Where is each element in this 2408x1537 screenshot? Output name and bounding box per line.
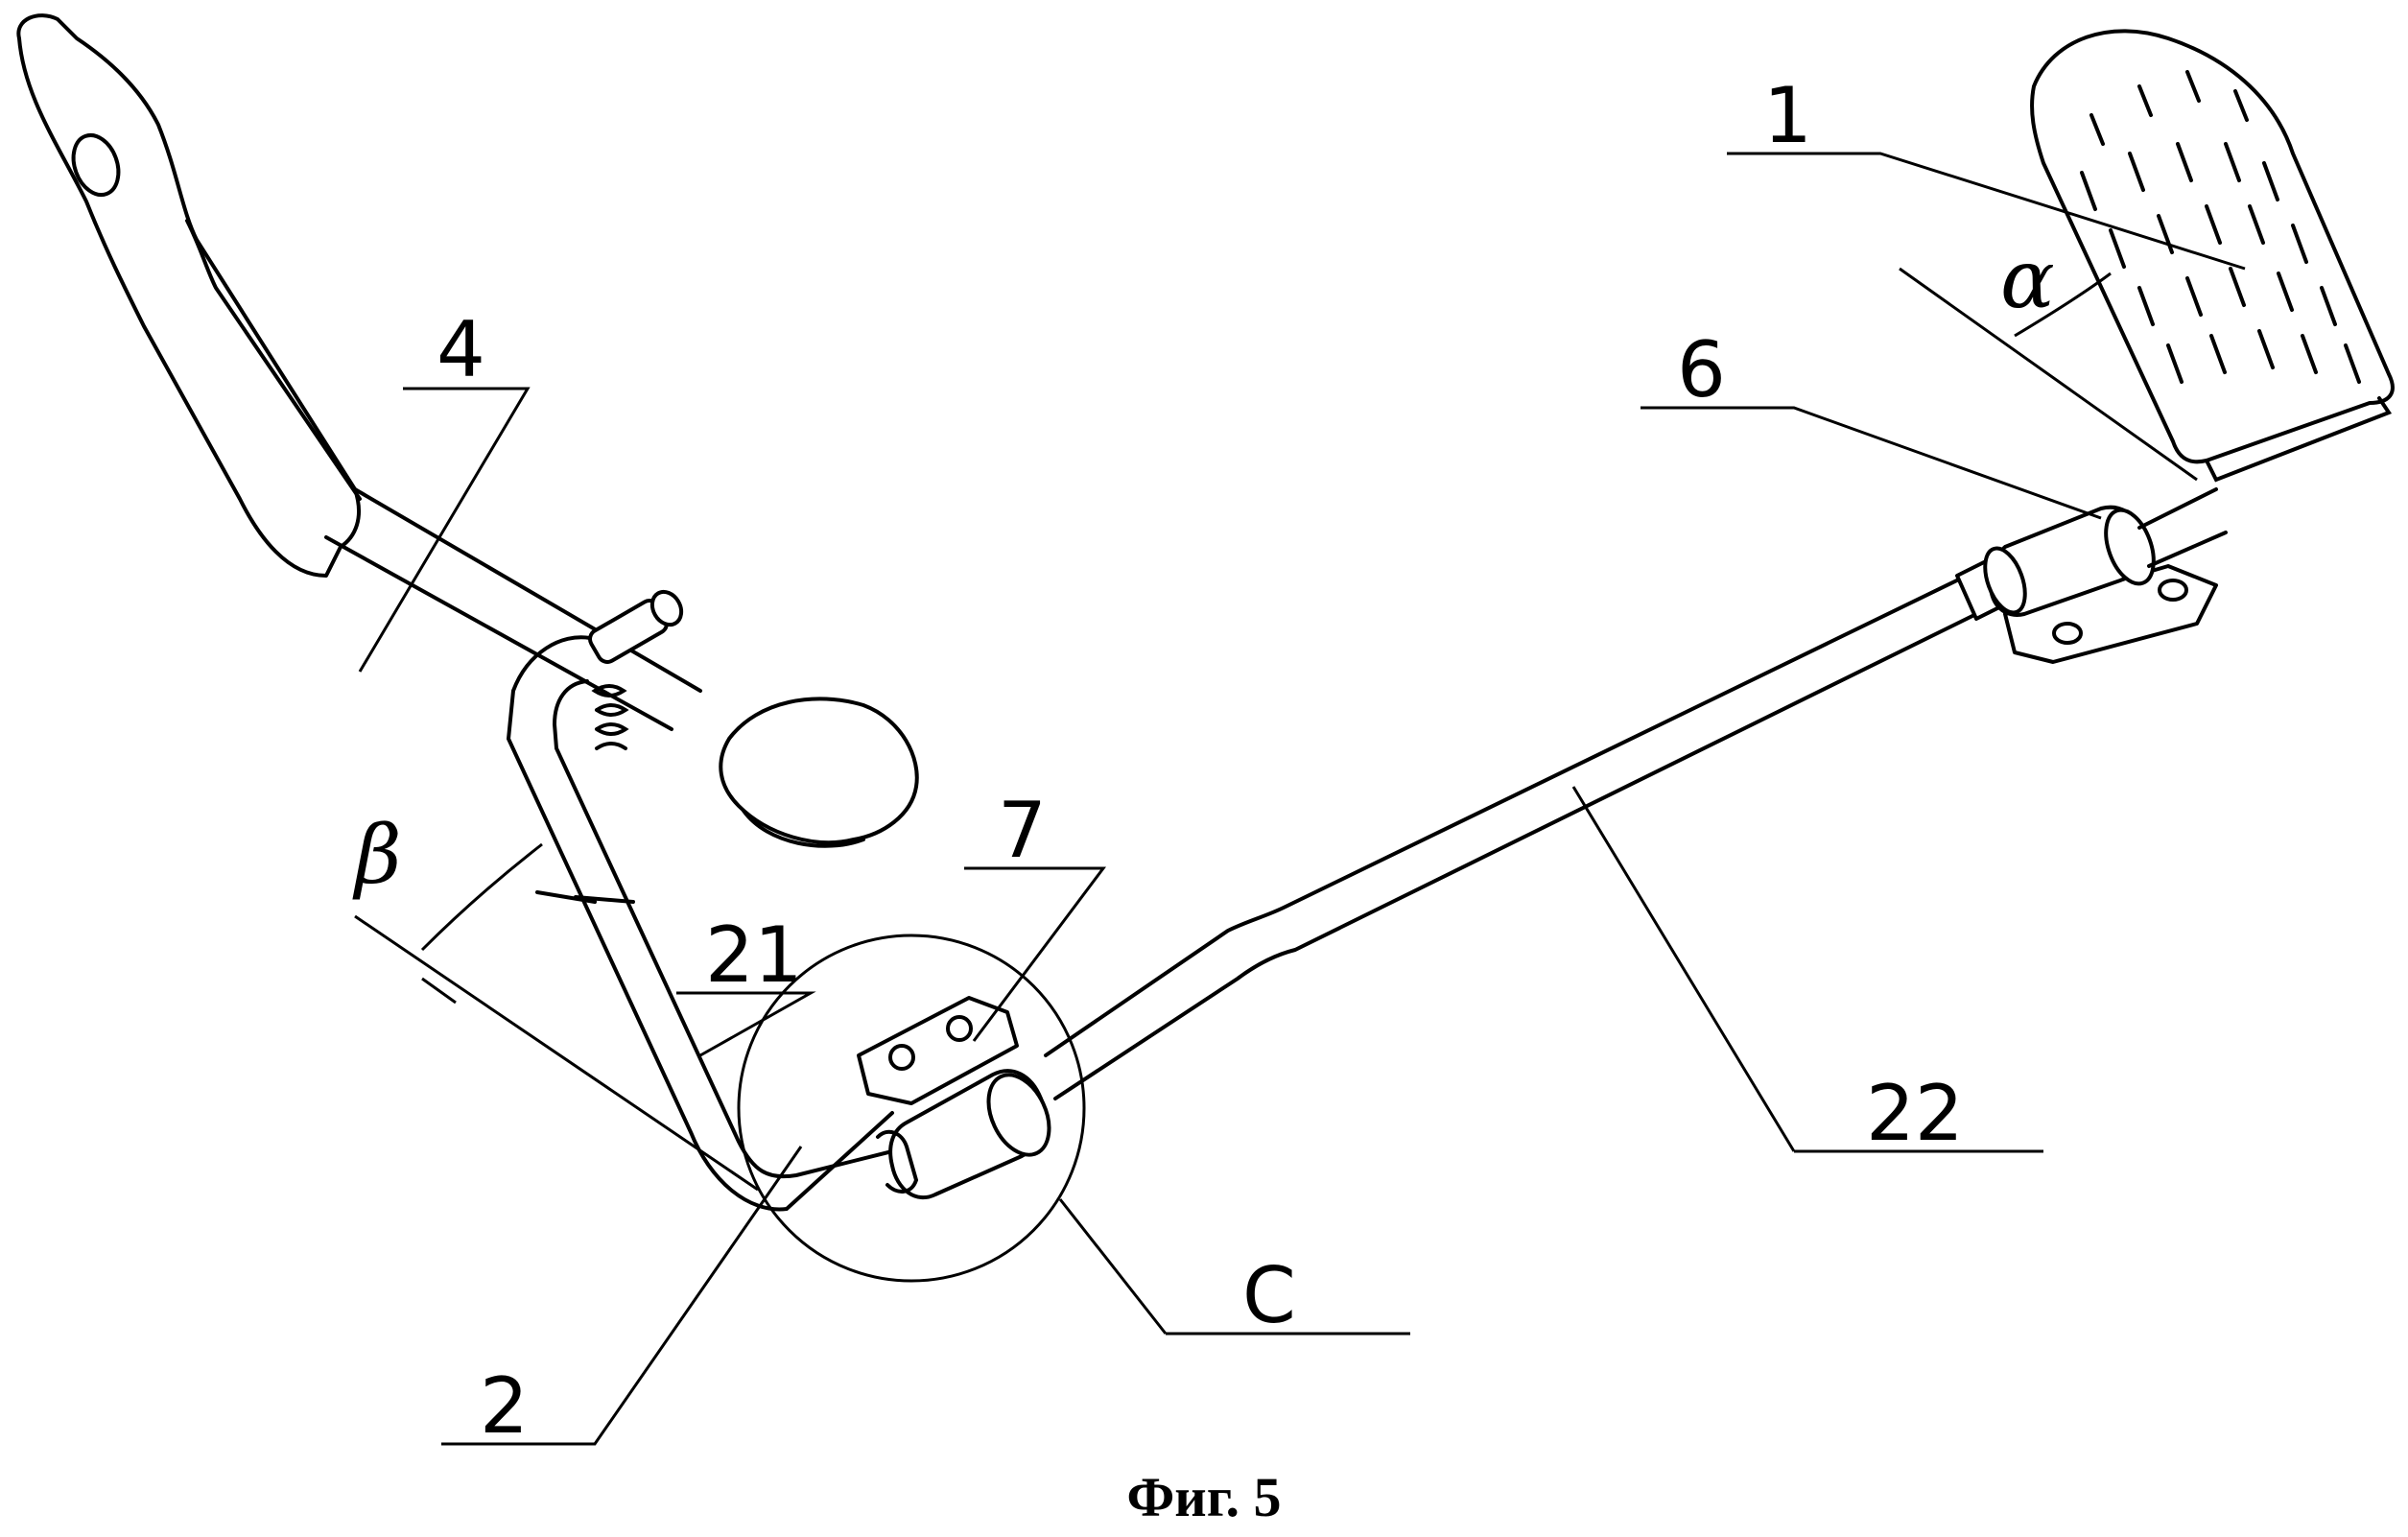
pivot-assembly: [586, 586, 687, 748]
small-pedal: [720, 698, 916, 845]
lever-arm: [18, 15, 700, 729]
accelerator-pedal: [2032, 31, 2393, 480]
label-part-4: 4: [437, 305, 485, 394]
label-part-7: 7: [998, 786, 1047, 875]
label-angle-alpha: α: [2000, 232, 2055, 326]
label-part-6: 6: [1677, 325, 1726, 414]
label-part-1: 1: [1763, 71, 1812, 160]
bushing-bracket: [859, 998, 1061, 1197]
long-rod: [1046, 556, 2015, 1099]
label-part-2: 2: [480, 1361, 529, 1451]
label-part-22: 22: [1866, 1069, 1964, 1158]
leader-lines: [355, 154, 2245, 1444]
label-part-21: 21: [705, 910, 803, 1000]
label-detail-c: C: [1242, 1251, 1296, 1340]
figure-caption: Фиг. 5: [1126, 1466, 1281, 1528]
label-angle-beta: β: [352, 808, 402, 902]
right-mount: [1977, 489, 2226, 662]
